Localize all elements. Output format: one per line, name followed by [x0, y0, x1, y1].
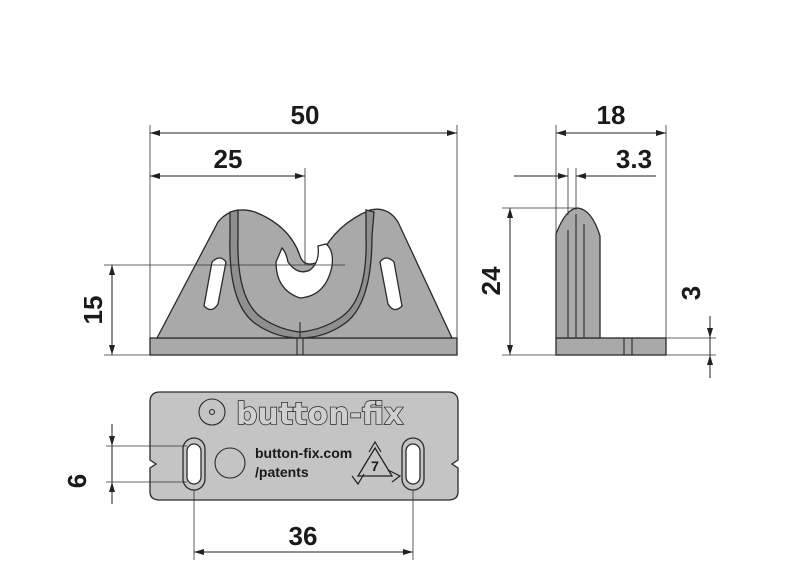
dim-label-24: 24 — [476, 266, 506, 295]
front-channel — [229, 209, 375, 339]
top-plate — [149, 391, 459, 501]
dim-label-18: 18 — [597, 100, 626, 130]
center-circle — [214, 447, 246, 479]
dim-label-3-3: 3.3 — [616, 144, 652, 174]
front-slot-right — [379, 257, 403, 311]
top-dimensions: 6 36 — [62, 424, 414, 560]
dim-label-3: 3 — [676, 286, 706, 300]
front-dimensions: 50 25 15 — [78, 100, 458, 356]
website-text: button-fix.com — [255, 445, 352, 461]
dim-label-25: 25 — [214, 144, 243, 174]
slot-left-inner — [186, 443, 202, 485]
patents-text: /patents — [255, 464, 309, 480]
slot-right-inner — [405, 443, 421, 485]
top-view: button-fix button-fix.com /patents 7 — [149, 391, 459, 501]
dim-label-6: 6 — [62, 474, 92, 488]
side-view — [555, 207, 667, 356]
dim-label-50: 50 — [291, 100, 320, 130]
dim-label-15: 15 — [78, 296, 108, 325]
logo-button-icon — [198, 398, 226, 426]
dim-label-36: 36 — [289, 521, 318, 551]
recycle-icon: 7 — [351, 440, 402, 486]
front-center-pocket — [275, 243, 334, 299]
side-dimensions: 18 3.3 24 3 — [476, 100, 716, 378]
recycle-code: 7 — [371, 458, 379, 474]
front-view — [149, 208, 458, 356]
side-upright — [555, 207, 601, 339]
brand-logo: button-fix — [236, 397, 404, 432]
front-slot-left — [203, 257, 227, 311]
side-base-plate — [555, 337, 667, 356]
